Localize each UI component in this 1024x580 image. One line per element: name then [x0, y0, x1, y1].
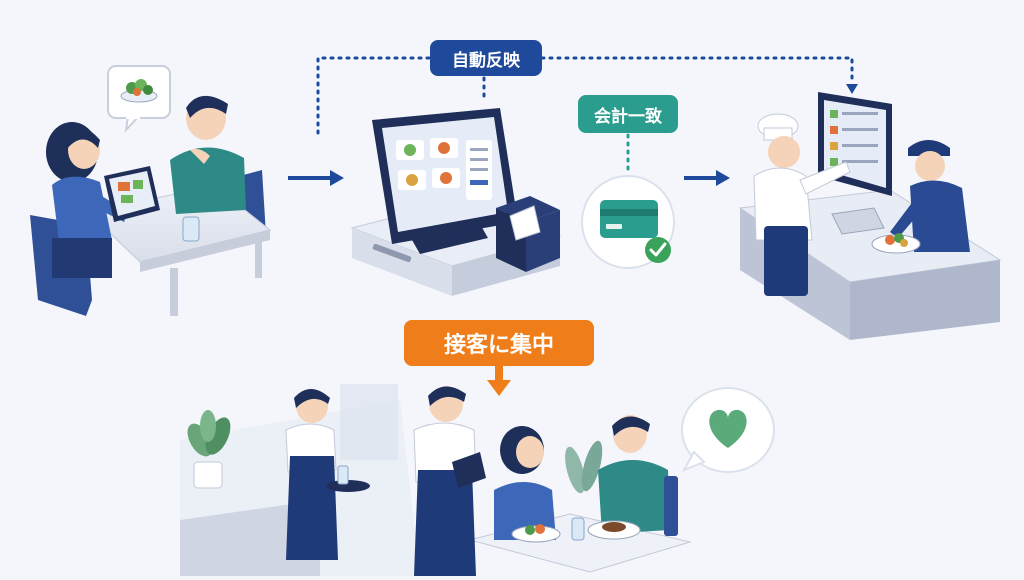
arrow-right-icon: [684, 170, 730, 186]
kitchen-display-orders: [830, 110, 878, 166]
heart-icon: [709, 409, 747, 448]
diner-man: [598, 415, 678, 536]
service-scene: [180, 384, 775, 576]
arrow-down-icon: [487, 366, 511, 396]
account-match-label: 会計一致: [578, 95, 678, 133]
speech-bubble: [107, 65, 171, 134]
dotted-connector-auto-reflect: [316, 56, 854, 135]
pos-menu-items: [396, 138, 492, 200]
arrow-right-icon: [288, 170, 344, 186]
check-icon: [645, 237, 671, 263]
payment-match-icon: [581, 175, 675, 269]
focus-service-label: 接客に集中: [404, 320, 594, 366]
plant-icon: [187, 410, 231, 489]
auto-reflect-label: 自動反映: [430, 40, 542, 76]
credit-card-icon: [600, 200, 658, 238]
tablet-icon: [104, 166, 160, 222]
heart-speech-bubble: [681, 387, 775, 473]
customer-ordering-scene: [30, 65, 272, 316]
pos-register-scene: [350, 108, 562, 296]
salad-icon: [120, 79, 158, 103]
waitress: [285, 389, 370, 560]
kitchen-scene: [738, 92, 1002, 340]
arrow-down-icon: [846, 84, 858, 94]
chef: [753, 113, 851, 296]
plant-icon: [565, 440, 603, 494]
customer-man: [170, 95, 246, 214]
waiter: [413, 386, 486, 576]
diner-woman: [494, 426, 556, 540]
cook: [890, 140, 970, 252]
